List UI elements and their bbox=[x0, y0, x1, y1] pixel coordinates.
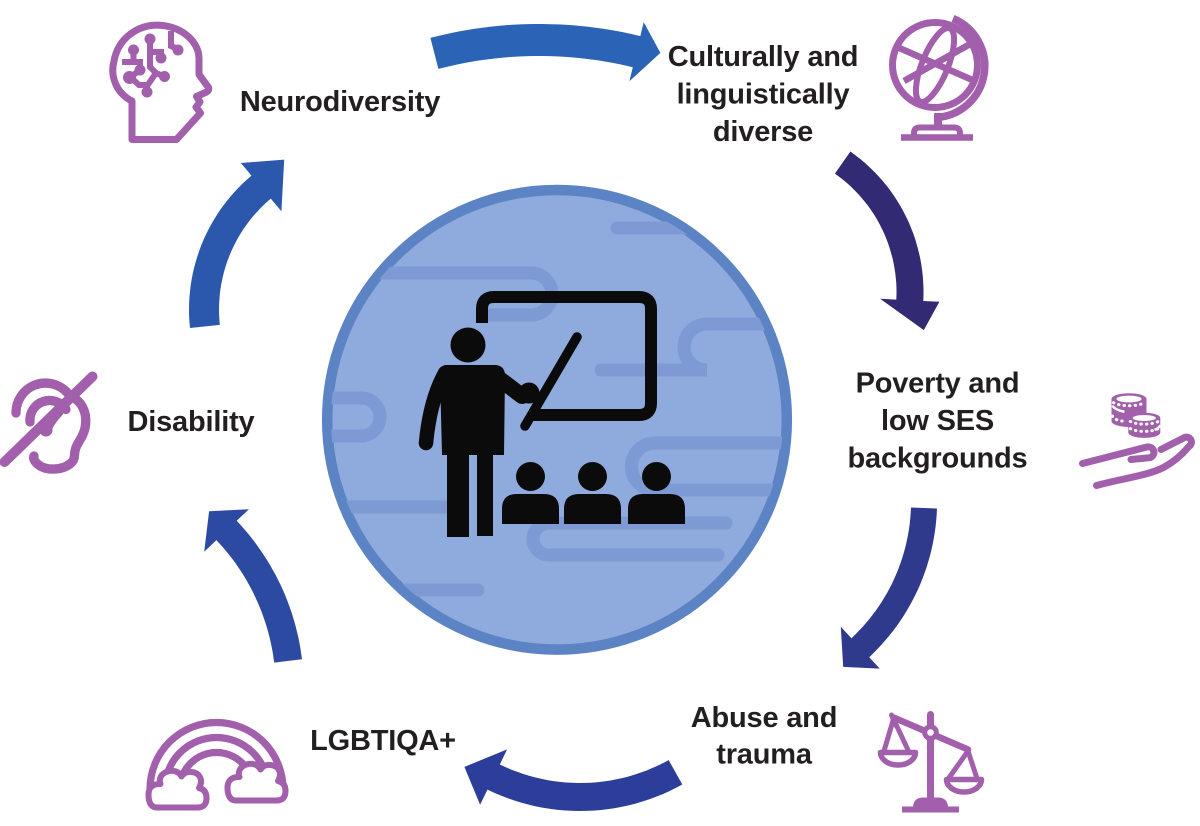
svg-text:backgrounds: backgrounds bbox=[848, 443, 1028, 475]
svg-text:diverse: diverse bbox=[713, 116, 813, 148]
svg-text:Disability: Disability bbox=[128, 406, 255, 438]
svg-text:LGBTIQA+: LGBTIQA+ bbox=[310, 725, 456, 757]
svg-text:Abuse and: Abuse and bbox=[691, 702, 837, 734]
svg-text:Poverty and: Poverty and bbox=[856, 368, 1020, 400]
svg-text:low SES: low SES bbox=[881, 405, 994, 437]
svg-text:Neurodiversity: Neurodiversity bbox=[240, 86, 440, 118]
svg-text:linguistically: linguistically bbox=[677, 79, 850, 111]
svg-text:Culturally and: Culturally and bbox=[668, 41, 859, 73]
svg-text:trauma: trauma bbox=[716, 739, 813, 771]
